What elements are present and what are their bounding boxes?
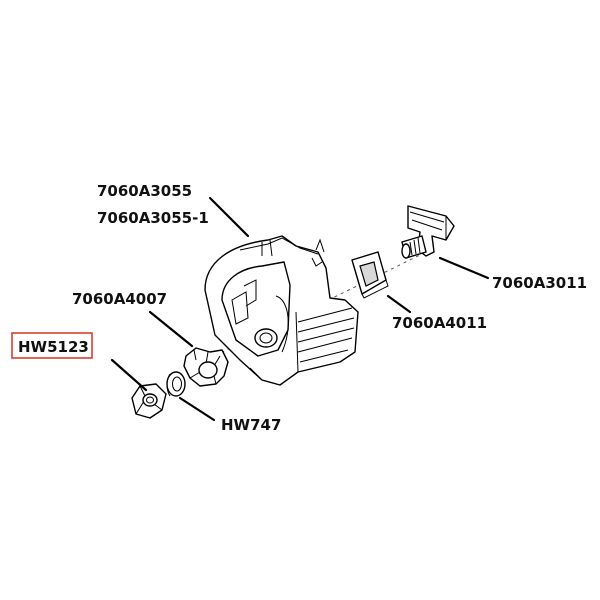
housing-bore xyxy=(254,328,278,348)
cam-part[interactable] xyxy=(183,347,229,387)
housing-part[interactable] xyxy=(204,235,359,386)
leader-clip xyxy=(438,256,490,280)
label-clip: 7060A3011 xyxy=(492,274,587,292)
leader-gasket xyxy=(386,294,412,314)
gasket-part[interactable] xyxy=(351,251,389,299)
highlight-box xyxy=(11,332,93,359)
washer-part[interactable] xyxy=(166,371,186,397)
leader-nut xyxy=(110,358,148,392)
label-housing-alt: 7060A3055-1 xyxy=(97,209,209,227)
label-gasket: 7060A4011 xyxy=(392,314,487,332)
label-cam: 7060A4007 xyxy=(72,290,167,308)
leader-washer xyxy=(178,396,216,422)
label-housing-primary: 7060A3055 xyxy=(97,182,192,200)
nut-part[interactable] xyxy=(131,383,167,419)
label-washer: HW747 xyxy=(221,416,281,434)
leader-cam xyxy=(148,310,194,348)
leader-housing xyxy=(208,196,250,238)
clip-part[interactable] xyxy=(401,205,455,259)
label-nut-highlighted[interactable]: HW5123 xyxy=(18,338,89,356)
